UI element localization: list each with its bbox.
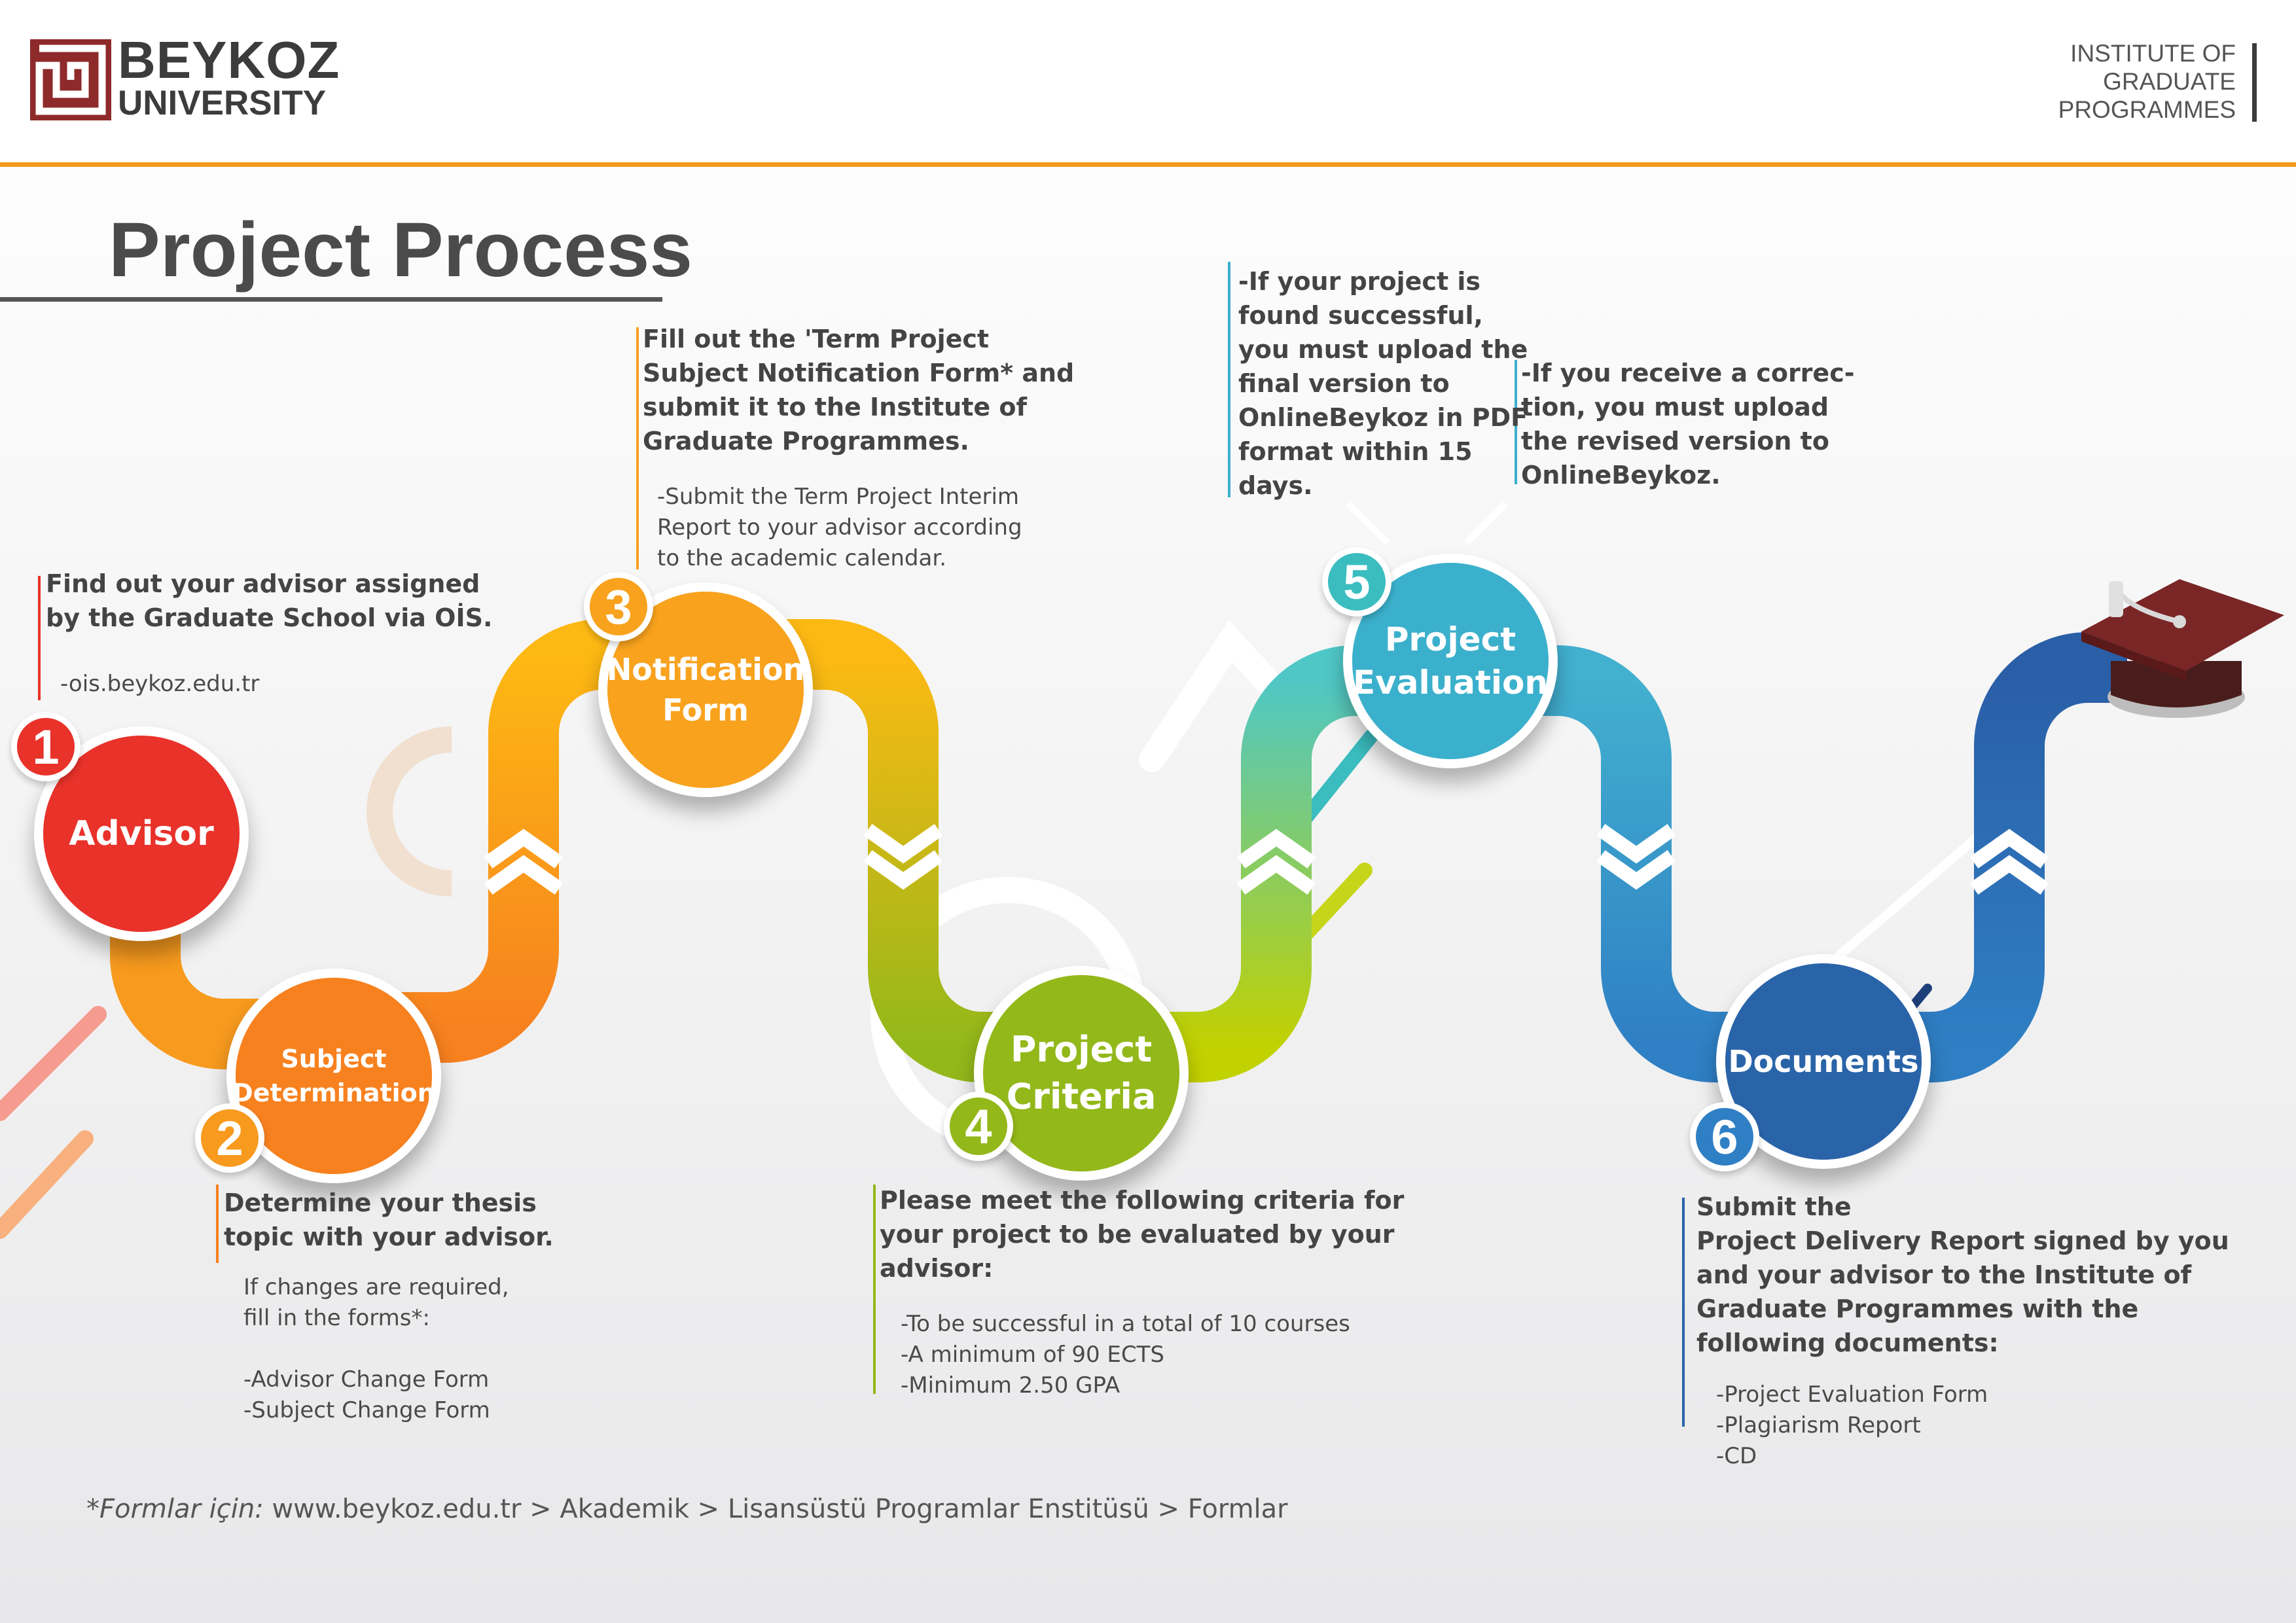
step4-text-line bbox=[873, 1185, 876, 1394]
header-accent-line bbox=[0, 162, 2296, 167]
beykoz-logo-icon bbox=[30, 39, 111, 120]
step4-heading: Please meet the following criteria for y… bbox=[880, 1186, 1405, 1283]
title-underline bbox=[0, 297, 662, 302]
footer-path: www.beykoz.edu.tr > Akademik > Lisansüst… bbox=[263, 1494, 1288, 1524]
step6-text-line bbox=[1682, 1198, 1685, 1427]
header: BEYKOZ UNIVERSITY INSTITUTE OF GRADUATE … bbox=[0, 0, 2296, 162]
step1-text-line bbox=[38, 576, 41, 700]
step2-details: If changes are required, fill in the for… bbox=[243, 1274, 509, 1423]
step5-heading-correction: -If you receive a correc- tion, you must… bbox=[1521, 359, 1855, 490]
step2-text-line bbox=[216, 1185, 219, 1263]
step1-heading: Find out your advisor assigned by the Gr… bbox=[46, 569, 493, 632]
footer-prefix: *Formlar için: bbox=[86, 1494, 264, 1524]
logo-subtitle: UNIVERSITY bbox=[118, 84, 327, 122]
graduation-cap-icon bbox=[2081, 579, 2284, 718]
institute-divider bbox=[2252, 43, 2257, 122]
step1-details: -ois.beykoz.edu.tr bbox=[60, 671, 260, 697]
step5a-text-line bbox=[1228, 262, 1230, 497]
step3-text-line bbox=[636, 327, 639, 569]
step6-number-badge: 6 bbox=[1690, 1102, 1759, 1171]
step2-number-badge: 2 bbox=[195, 1103, 264, 1173]
step3-details: -Submit the Term Project Interim Report … bbox=[657, 484, 1022, 571]
step6-heading: Submit the Project Delivery Report signe… bbox=[1696, 1192, 2229, 1357]
step5-number-badge: 5 bbox=[1322, 547, 1391, 616]
step5-heading: -If your project is found successful, yo… bbox=[1238, 267, 1528, 500]
step4-circle: Project Criteria bbox=[974, 966, 1189, 1181]
institute-name: INSTITUTE OF GRADUATE PROGRAMMES bbox=[2058, 40, 2236, 123]
direction-chevrons bbox=[484, 824, 2049, 895]
footer-note: *Formlar için: www.beykoz.edu.tr > Akade… bbox=[86, 1491, 1288, 1527]
step2-heading: Determine your thesis topic with your ad… bbox=[224, 1188, 554, 1251]
step3-number-badge: 3 bbox=[584, 572, 653, 641]
step1-number-badge: 1 bbox=[11, 712, 81, 781]
step4-number-badge: 4 bbox=[944, 1092, 1013, 1161]
step5b-text-line bbox=[1515, 360, 1517, 484]
page-title: Project Process bbox=[109, 207, 693, 293]
step3-heading: Fill out the 'Term Project Subject Notif… bbox=[643, 325, 1075, 455]
step6-details: -Project Evaluation Form -Plagiarism Rep… bbox=[1716, 1382, 1988, 1469]
logo-name: BEYKOZ bbox=[118, 31, 340, 89]
step4-details: -To be successful in a total of 10 cours… bbox=[901, 1311, 1350, 1399]
